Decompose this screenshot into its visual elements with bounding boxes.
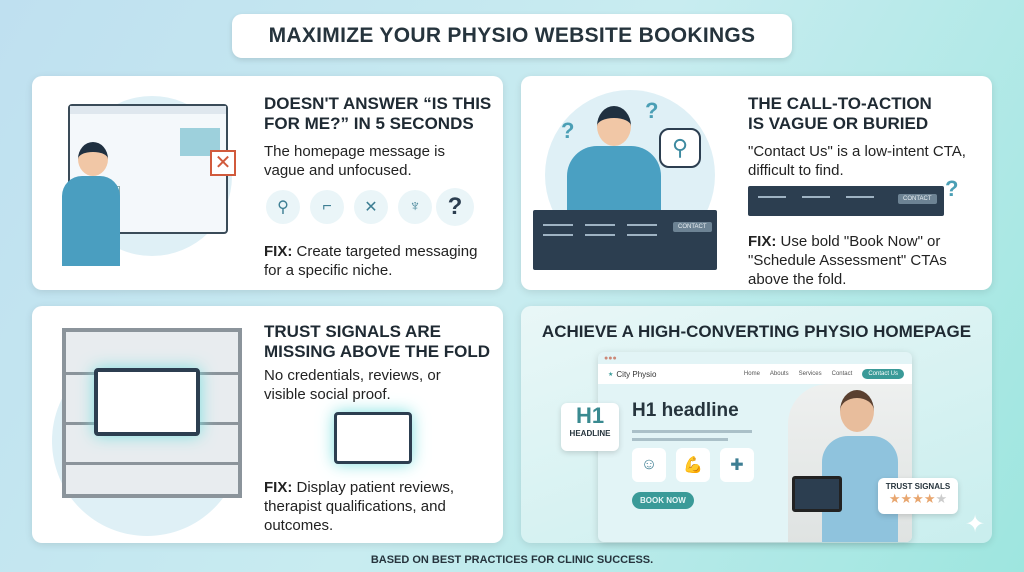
card-fix: FIX: Display patient reviews, therapist … [264,479,455,534]
window-dots: ●●● [604,355,617,362]
website-nav-illustration: CONTACT [748,186,944,216]
person-illustration [62,176,120,266]
card-body: "Contact Us" is a low-intent CTA, diffic… [748,143,966,179]
therapist-photo [788,384,912,542]
star-icon: ★ [912,491,924,506]
card-heading: ACHIEVE A HIGH-CONVERTING PHYSIO HOMEPAG… [541,322,972,341]
star-icon: ★ [935,491,948,506]
logo-icon: ★ [608,371,614,378]
nav-services[interactable]: Services [798,371,822,377]
question-mark-icon: ? [945,176,959,201]
sparkle-icon: ✦ [965,511,986,538]
footer-note: BASED ON BEST PRACTICES FOR CLINIC SUCCE… [370,554,654,566]
card-fix: FIX: Use bold "Book Now" or "Schedule As… [748,233,947,288]
brand-name: City Physio [616,369,657,379]
arm-icon: 💪 [676,448,710,482]
foot-icon: ⌐ [310,190,344,224]
knee-icon: ⚲ [266,190,300,224]
person-head [78,142,108,176]
nav-contact-us-button[interactable]: Contact Us [862,369,904,379]
nav-home[interactable]: Home [743,371,760,377]
back-icon: ♆ [398,190,432,224]
head-icon: ☺ [632,448,666,482]
empty-frame-illustration [94,368,200,436]
empty-frame-illustration [334,412,412,464]
trust-signals-badge: TRUST SIGNALS ★★★★★ [878,478,958,514]
joint-icon: ✕ [354,190,388,224]
h1-headline: H1 headline [632,400,739,421]
nav-abouts[interactable]: Abouts [769,371,789,377]
question-mark-icon: ? [561,118,575,143]
page-title: MAXIMIZE YOUR PHYSIO WEBSITE BOOKINGS [232,14,792,58]
star-icon: ★ [923,491,936,506]
close-icon: ✕ [210,150,236,176]
mockup-nav: ★ City Physio Home Abouts Services Conta… [598,364,912,384]
person-head [597,106,631,146]
question-mark-icon: ? [645,98,659,123]
star-rating: ★★★★★ [878,491,958,507]
person-illustration [567,146,661,216]
nav-contact[interactable]: Contact [831,371,853,377]
contact-cta-small: CONTACT [898,194,937,204]
search-icon: ⚲ [659,128,701,168]
star-icon: ★ [888,491,901,506]
question-icon: ? [436,188,474,226]
tablet-illustration [792,476,842,512]
star-icon: ★ [900,491,913,506]
knee-icon: ✚ [720,448,754,482]
card-body: No credentials, reviews, or visible soci… [264,367,441,403]
book-now-button[interactable]: BOOK NOW [632,492,694,509]
contact-cta-small: CONTACT [673,222,712,232]
website-nav-illustration: CONTACT [533,210,717,270]
homepage-mockup: ●●● ★ City Physio Home Abouts Services C… [598,352,912,542]
h1-badge: H1 HEADLINE [561,403,619,451]
card-fix: FIX: Create targeted messaging for a spe… [264,243,478,279]
card-body: The homepage message is vague and unfocu… [264,143,445,179]
